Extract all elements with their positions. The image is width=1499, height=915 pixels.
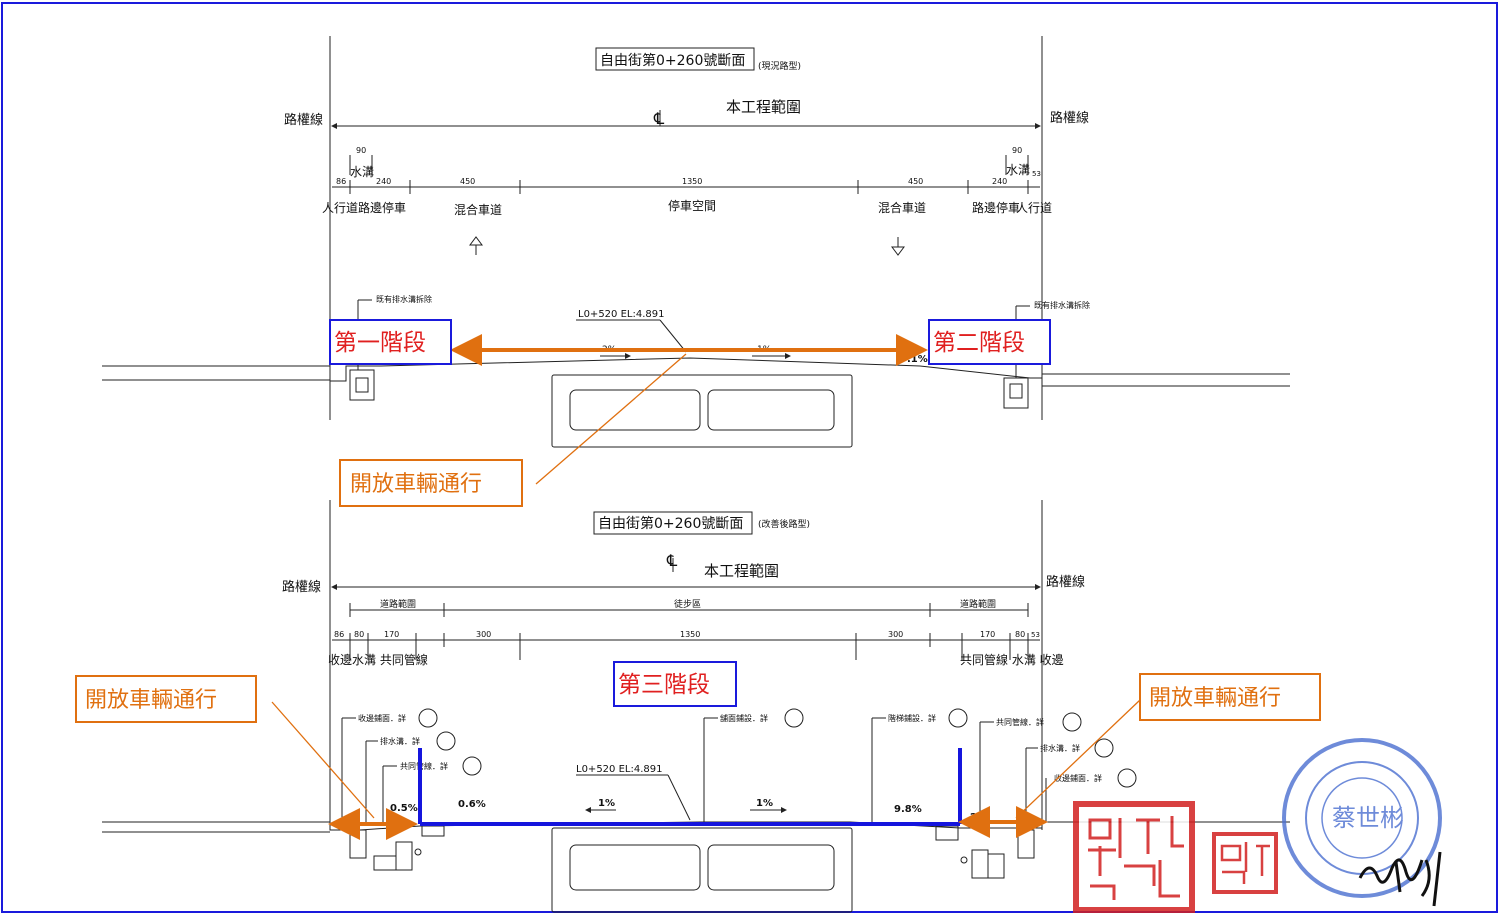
bottom-slope-4: 9.8% [894, 804, 922, 815]
bottom-dim-l2: 170 [384, 630, 399, 639]
stage-three-label: 第三階段 [618, 672, 710, 698]
bottom-note-r2: 收邊鋪面．詳 [1054, 773, 1102, 783]
bottom-note-r0: 共同管線．詳 [996, 717, 1044, 727]
bottom-station: L0+520 EL:4.891 [576, 764, 662, 775]
top-centerline: ℄ [653, 109, 665, 128]
open-traffic-left: 開放車輛通行 [85, 688, 217, 713]
round-blue-seal: 蔡世彬 [1282, 738, 1442, 898]
signature [1358, 851, 1442, 907]
top-label-sidewalk-r: 人行道 [1016, 201, 1052, 215]
top-demo-right: 既有排水溝拆除 [1034, 300, 1090, 310]
bottom-slope-1: 0.6% [458, 799, 486, 810]
bottom-dim-r0: 300 [888, 630, 903, 639]
top-dim-1: 240 [376, 177, 391, 186]
bottom-title: 自由街第0+260號斷面 [598, 515, 743, 532]
top-title: 自由街第0+260號斷面 [600, 52, 745, 69]
bottom-slope-0: 0.5% [390, 803, 418, 814]
bottom-row-left: 路權線 [282, 579, 321, 595]
bottom-note-l0: 收邊鋪面．詳 [358, 713, 406, 723]
stage-one-label: 第一階段 [334, 330, 426, 356]
bottom-dim-mid: 1350 [680, 630, 700, 639]
open-traffic-right: 開放車輛通行 [1149, 686, 1281, 711]
top-subtitle: (現況路型) [758, 60, 801, 72]
top-dim-3: 1350 [682, 177, 702, 186]
improved-pavement-line [418, 748, 962, 826]
right-leader [1015, 699, 1141, 819]
bottom-road-left: 道路範圍 [380, 598, 416, 610]
top-dim-4: 450 [908, 177, 923, 186]
bottom-walk-zone: 徒步區 [674, 598, 701, 610]
bottom-dim-l1: 80 [354, 630, 364, 639]
top-gutter-width: 90 [356, 146, 366, 155]
bottom-slope-3: 1% [756, 798, 773, 809]
top-station: L0+520 EL:4.891 [578, 309, 664, 320]
bottom-centerline: ℄ [666, 551, 678, 570]
bottom-note-m0: 舖面鋪設．詳 [720, 713, 768, 723]
top-label-mixed-l: 混合車道 [454, 202, 502, 217]
seal-name: 蔡世彬 [1332, 804, 1404, 832]
bottom-row-right: 路權線 [1046, 574, 1085, 590]
top-label-mixed-r: 混合車道 [878, 200, 926, 215]
bottom-scope: 本工程範圍 [704, 562, 779, 580]
top-label-parking-r: 路邊停車 [972, 200, 1020, 215]
top-slope-3: 7.1% [900, 354, 928, 365]
bottom-labels-left: 收邊水溝 共同管線 [328, 652, 428, 667]
top-gutter-label: 水溝 [350, 165, 374, 179]
bottom-note-r1: 排水溝．詳 [1040, 743, 1080, 753]
red-square-seal-small [1212, 832, 1278, 894]
top-row-left: 路權線 [284, 112, 323, 128]
top-label-parking-space: 停車空間 [668, 198, 716, 213]
bottom-dim-r2: 80 [1015, 630, 1025, 639]
top-label-sidewalk-l: 人行道 [322, 201, 358, 215]
top-demo-left: 既有排水溝拆除 [376, 294, 432, 304]
bottom-note-l1: 排水溝．詳 [380, 736, 420, 746]
bottom-road-right: 道路範圍 [960, 598, 996, 610]
top-dim-5: 240 [992, 177, 1007, 186]
top-scope: 本工程範圍 [726, 98, 801, 116]
top-label-parking-l: 路邊停車 [358, 200, 406, 215]
bottom-note-l2: 共同管線．詳 [400, 761, 448, 771]
bottom-labels-right: 共同管線 水溝 收邊 [960, 652, 1064, 667]
red-square-seal-large [1073, 801, 1195, 913]
left-leader [271, 701, 375, 819]
top-dim-2: 450 [460, 177, 475, 186]
top-dim-53: 53 [1032, 170, 1041, 178]
top-gutter-width-right: 90 [1012, 146, 1022, 155]
stage-two-label: 第二階段 [933, 330, 1025, 356]
bottom-subtitle: (改善後路型) [758, 518, 810, 530]
top-row-right: 路權線 [1050, 110, 1089, 126]
top-dim-0: 86 [336, 177, 346, 186]
bottom-dim-r3: 53 [1031, 631, 1040, 639]
center-leader [535, 353, 687, 485]
bottom-slope-2: 1% [598, 798, 615, 809]
bottom-dim-r1: 170 [980, 630, 995, 639]
open-traffic-center: 開放車輛通行 [350, 472, 482, 497]
bottom-note-m1: 階梯鋪設．詳 [888, 713, 936, 723]
bottom-dim-l0: 86 [334, 630, 344, 639]
top-gutter-label-right: 水溝 [1006, 163, 1030, 177]
bottom-dim-l3: 300 [476, 630, 491, 639]
